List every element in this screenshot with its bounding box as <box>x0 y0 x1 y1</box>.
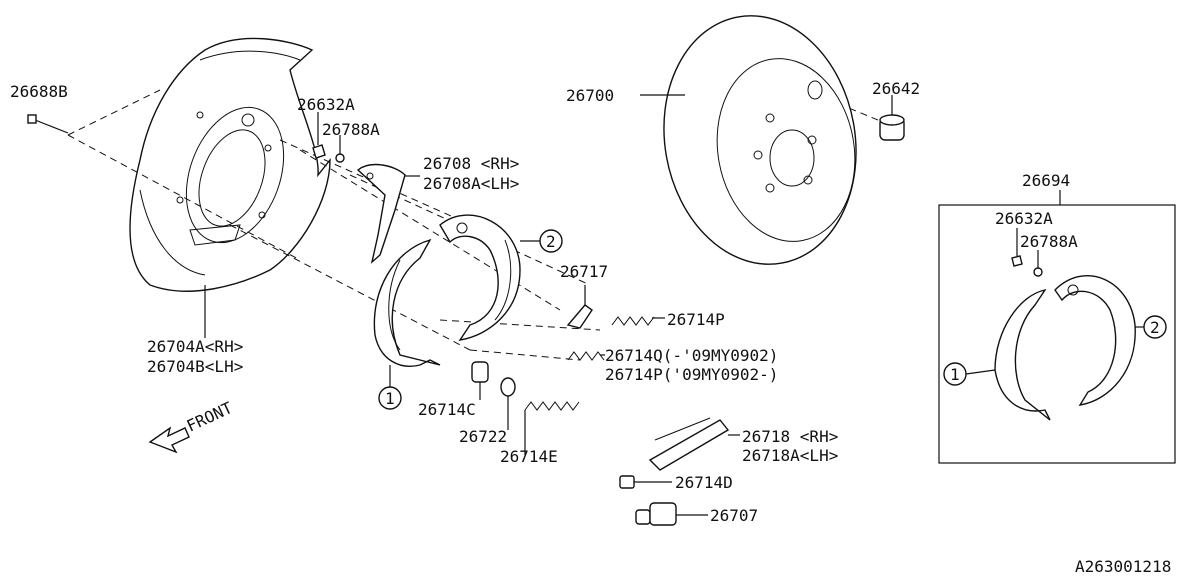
strut-26718 <box>648 417 740 471</box>
label-26718-rh: 26718 <RH> <box>742 427 838 446</box>
clip-26714D <box>619 475 672 489</box>
label-26714C: 26714C <box>418 400 476 419</box>
label-26714E: 26714E <box>500 447 558 466</box>
label-26632A-detail: 26632A <box>995 209 1053 228</box>
spring-26714Q <box>567 351 605 361</box>
label-26714D: 26714D <box>675 473 733 492</box>
brake-shoe-2 <box>439 214 521 341</box>
bolt-26688B <box>27 114 69 134</box>
label-26700: 26700 <box>566 86 614 105</box>
clip-26632A <box>312 112 345 163</box>
label-26642: 26642 <box>872 79 920 98</box>
adjuster-26707 <box>635 502 708 526</box>
label-26714Q-2: 26714P('09MY0902-) <box>605 365 778 384</box>
label-26707: 26707 <box>710 506 758 525</box>
backing-plate <box>129 37 331 292</box>
svg-text:2: 2 <box>1150 318 1160 337</box>
label-26632A: 26632A <box>297 95 355 114</box>
plug-26642 <box>879 95 905 141</box>
callout-1: 1 <box>378 365 402 410</box>
label-26714P: 26714P <box>667 310 725 329</box>
callout-1-detail: 1 <box>943 362 996 386</box>
label-26714Q-1: 26714Q(-'09MY0902) <box>605 346 778 365</box>
svg-text:FRONT: FRONT <box>184 398 236 436</box>
washer-26722 <box>500 377 516 430</box>
front-arrow: FRONT <box>148 398 236 454</box>
plate-26717 <box>566 285 593 329</box>
brake-shoe-1 <box>373 238 441 367</box>
callout-2-detail: 2 <box>1135 315 1167 339</box>
label-26694: 26694 <box>1022 171 1070 190</box>
spring-26714P <box>611 316 665 326</box>
callout-2: 2 <box>520 229 563 253</box>
label-26788A-detail: 26788A <box>1020 232 1078 251</box>
svg-text:1: 1 <box>950 365 960 384</box>
label-26722: 26722 <box>459 427 507 446</box>
label-26788A: 26788A <box>322 120 380 139</box>
label-26708-lh: 26708A<LH> <box>423 174 519 193</box>
label-26717: 26717 <box>560 262 608 281</box>
label-26718-lh: 26718A<LH> <box>742 446 838 465</box>
label-26704-rh: 26704A<RH> <box>147 337 243 356</box>
svg-text:1: 1 <box>385 389 395 408</box>
disc-rotor-26700 <box>640 15 857 265</box>
adjuster-26714C <box>471 361 489 400</box>
spring-26714E <box>524 401 580 455</box>
label-26688B: 26688B <box>10 82 68 101</box>
lever-26708 <box>356 163 420 264</box>
label-26708-rh: 26708 <RH> <box>423 154 519 173</box>
svg-text:2: 2 <box>546 232 556 251</box>
drawing-number: A263001218 <box>1075 557 1171 576</box>
label-26704-lh: 26704B<LH> <box>147 357 243 376</box>
shoe-kit-detail-box <box>938 190 1176 464</box>
